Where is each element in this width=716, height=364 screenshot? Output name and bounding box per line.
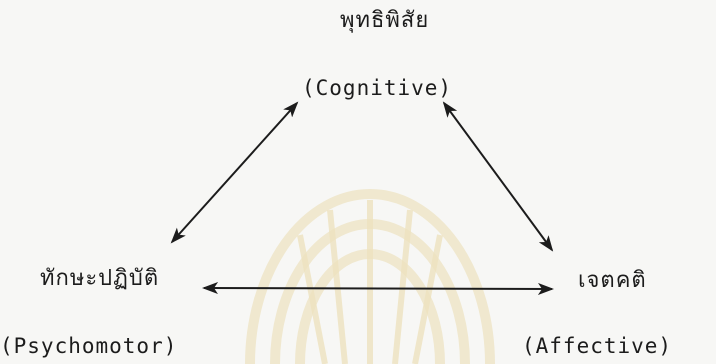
psychomotor-english-label: (Psychomotor)	[0, 334, 178, 358]
affective-thai-label: เจตคติ	[578, 268, 647, 293]
cognitive-thai-label: พุทธิพิสัย	[340, 8, 430, 33]
arrow-psychomotor-affective	[202, 282, 554, 295]
cognitive-english-label: (Cognitive)	[302, 76, 453, 100]
affective-english-label: (Affective)	[522, 334, 673, 358]
psychomotor-thai-label: ทักษะปฏิบัติ	[40, 266, 160, 291]
arrow-cognitive-affective	[442, 101, 554, 252]
arrow-psychomotor-cognitive	[170, 101, 299, 244]
